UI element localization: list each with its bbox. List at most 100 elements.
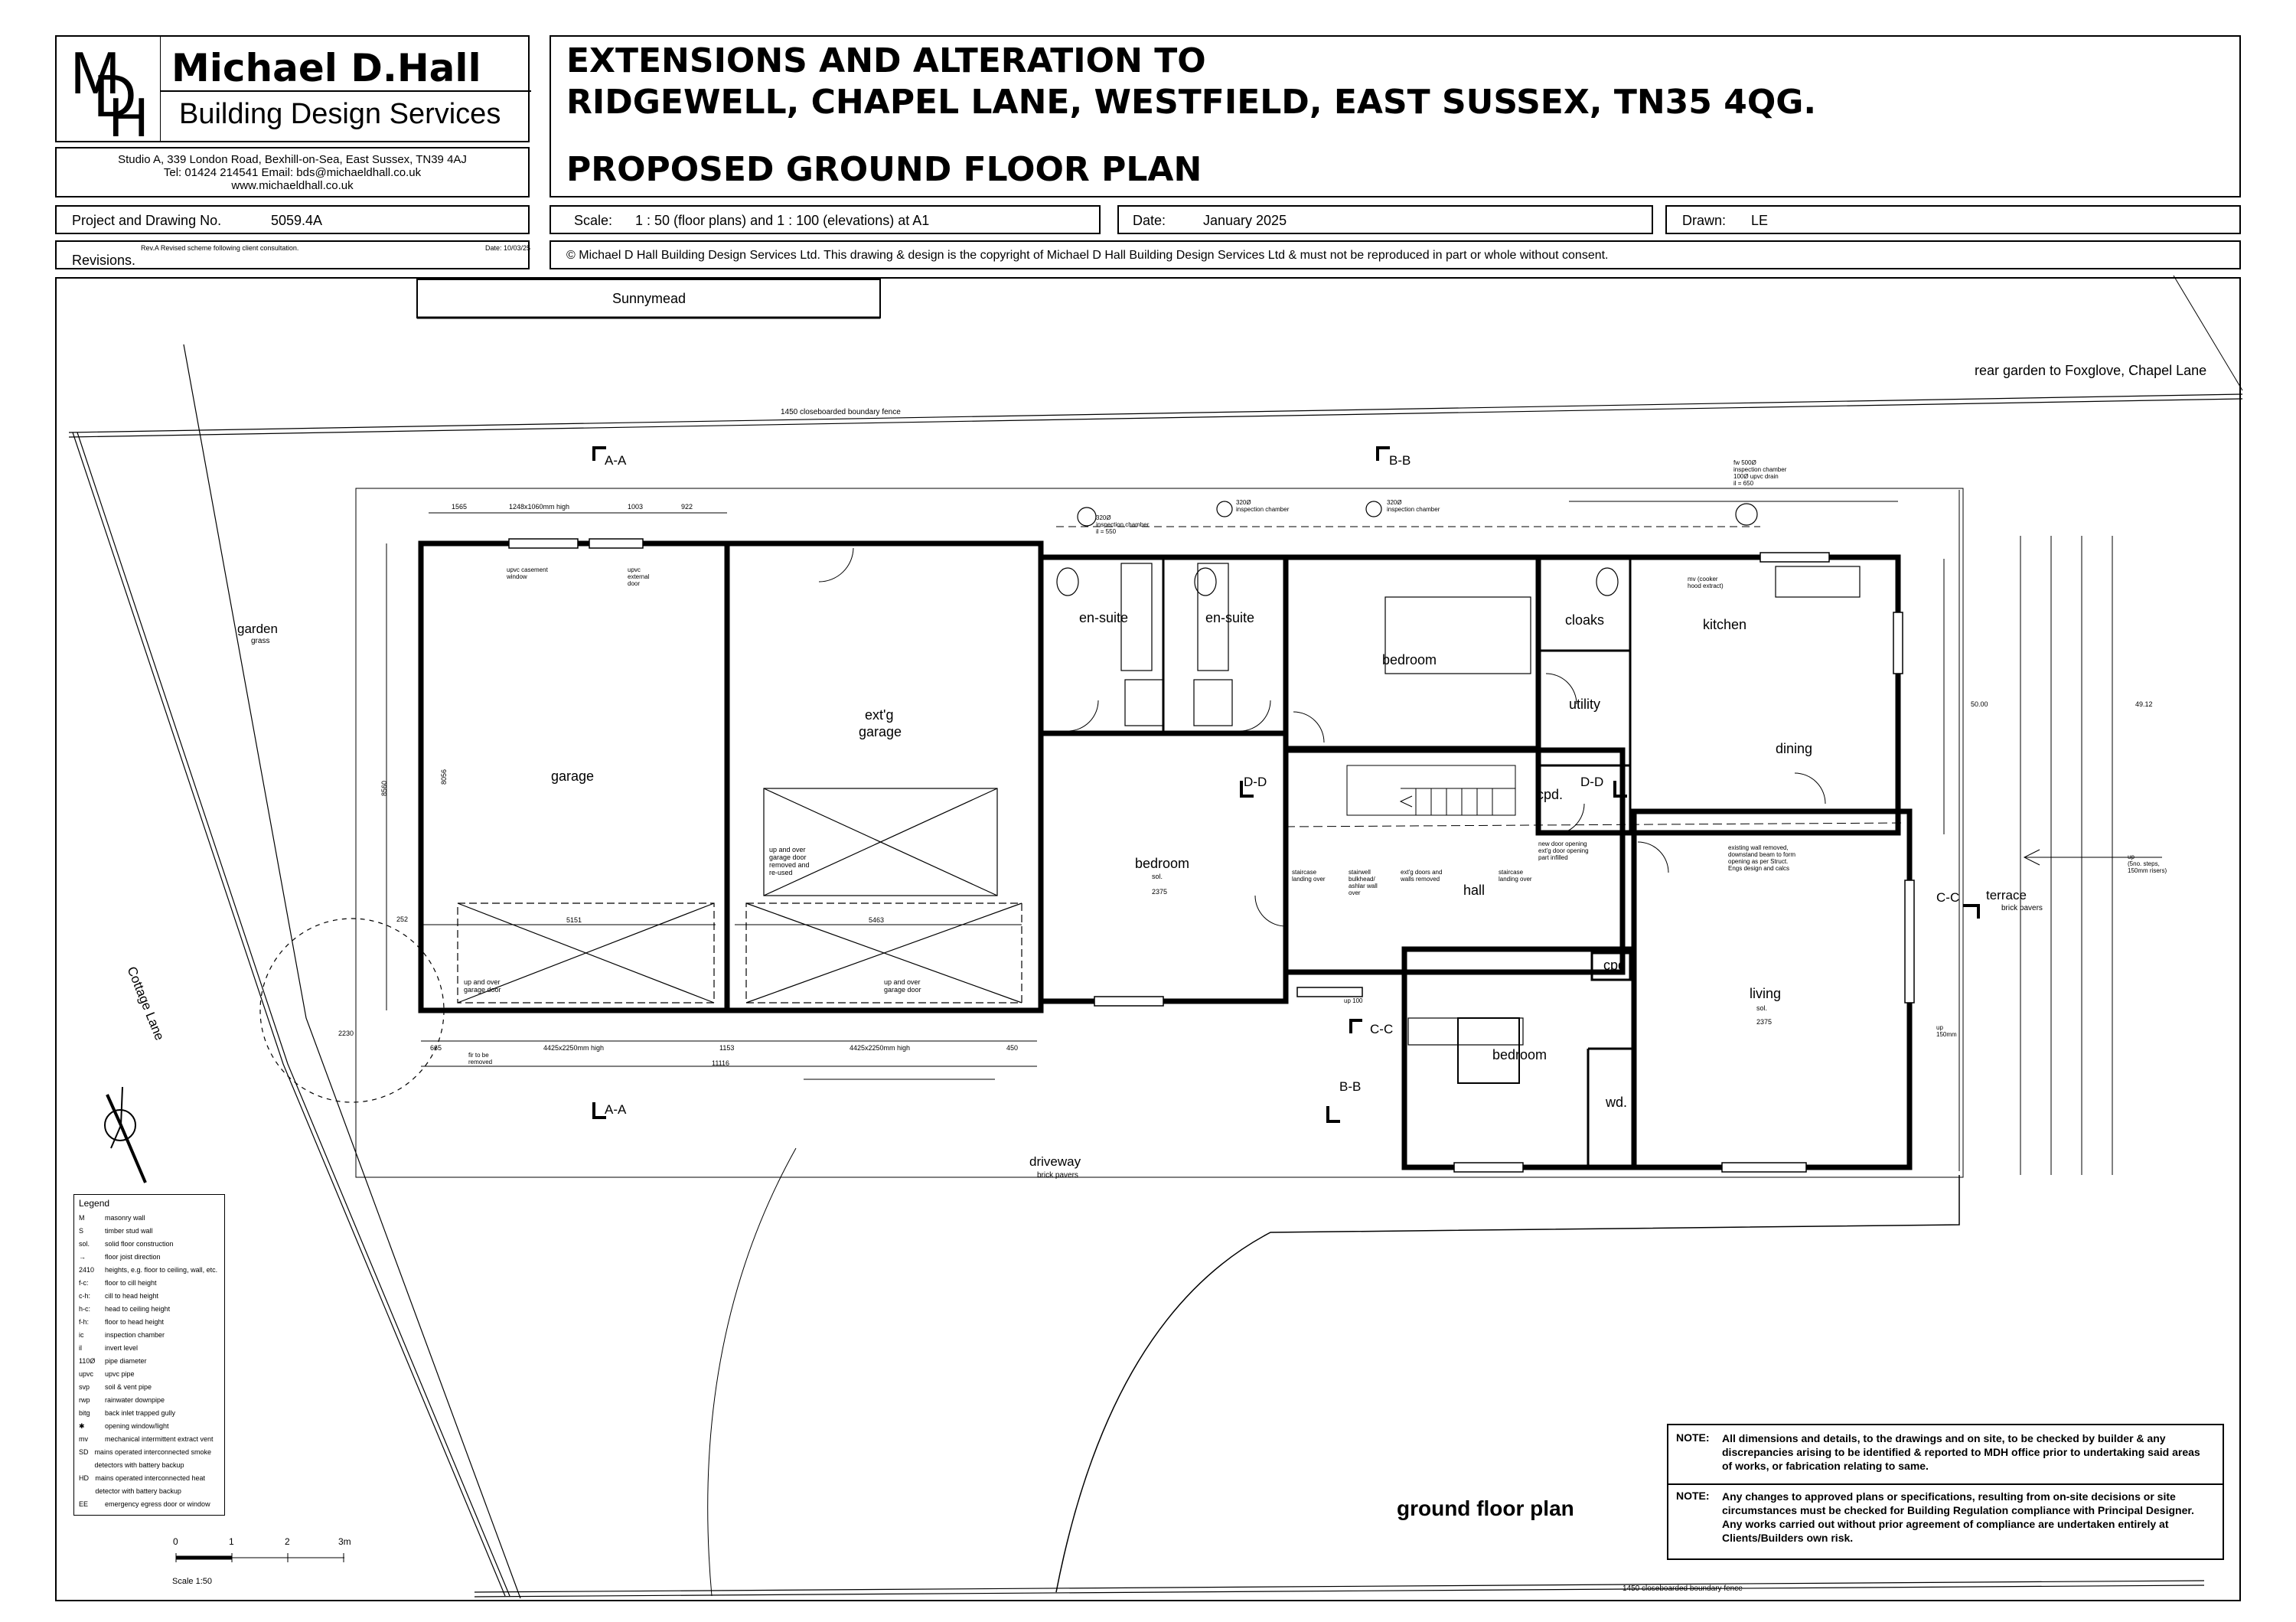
room-cloaks: cloaks <box>1565 612 1605 628</box>
legend-text: heights, e.g. floor to ceiling, wall, et… <box>105 1266 218 1274</box>
note-2-label: NOTE: <box>1676 1490 1710 1502</box>
legend-item: c-h:cill to head height <box>79 1290 220 1303</box>
dim-2230: 2230 <box>338 1030 354 1037</box>
section-bb-top: B-B <box>1389 453 1411 468</box>
legend-item: ✱opening window/light <box>79 1420 220 1433</box>
drawn-value: LE <box>1751 213 1769 228</box>
room-ext-garage-2: garage <box>859 724 902 739</box>
room-kitchen: kitchen <box>1703 617 1747 632</box>
garage-door-note-1: up and over garage door <box>464 978 501 994</box>
legend-text: pipe diameter <box>105 1357 147 1365</box>
dim-8560: 8560 <box>380 780 389 797</box>
legend-text: mains operated interconnected heat detec… <box>95 1474 205 1495</box>
room-bedroom-south: bedroom <box>1492 1047 1548 1062</box>
dim-5463: 5463 <box>869 916 885 924</box>
section-aa-top: A-A <box>605 453 627 468</box>
legend-text: inspection chamber <box>105 1331 165 1339</box>
brand-subtitle: Building Design Services <box>179 98 501 130</box>
top-boundary-fence <box>68 393 2243 438</box>
scale-label-2: 2 <box>285 1536 290 1547</box>
office-contact: Tel: 01424 214541 Email: bds@michaeldhal… <box>163 166 422 179</box>
legend-symbol: S <box>79 1227 84 1235</box>
project-number: 5059.4A <box>271 213 323 228</box>
legend-symbol: 110Ø <box>79 1357 96 1365</box>
bottom-boundary-fence <box>474 1580 2205 1598</box>
plan-title: ground floor plan <box>1397 1496 1574 1520</box>
note-1-text: All dimensions and details, to the drawi… <box>1722 1432 2200 1472</box>
dim-252: 252 <box>396 915 409 923</box>
dim-11116: 11116 <box>712 1059 730 1067</box>
legend-text: solid floor construction <box>105 1240 174 1248</box>
staircase <box>1346 765 1516 816</box>
mdh-monogram-logo: M D H <box>70 40 148 139</box>
project-number-cell: Project and Drawing No. 5059.4A <box>55 205 530 234</box>
sunnymead-boundary <box>416 279 881 319</box>
legend-text: soil & vent pipe <box>105 1383 152 1391</box>
drawn-label: Drawn: <box>1682 213 1727 228</box>
dim-5151: 5151 <box>566 916 582 924</box>
legend-text: opening window/light <box>105 1422 169 1430</box>
up-100-note: up 100 <box>1344 997 1363 1004</box>
driveway-label: driveway <box>1029 1154 1081 1169</box>
dim-922: 922 <box>681 503 693 511</box>
living-height-note: 2375 <box>1756 1018 1773 1026</box>
scale-label-3: 3m <box>338 1536 351 1547</box>
room-cpd-2: cpd <box>1603 958 1626 973</box>
driveway-edge <box>1055 1175 1960 1593</box>
door-swings <box>818 547 1826 927</box>
terrace-sub: brick pavers <box>2001 904 2043 912</box>
date-cell: Date: January 2025 <box>1117 205 1653 234</box>
legend-text: timber stud wall <box>105 1227 153 1235</box>
legend-text: masonry wall <box>105 1214 145 1222</box>
wall-removed-note: existing wall removed, downstand beam to… <box>1728 844 1796 872</box>
room-cpd-1: cpd. <box>1537 787 1564 802</box>
legend-symbol: EE <box>79 1500 89 1508</box>
room-bedroom-north: bedroom <box>1382 652 1437 667</box>
legend-symbol: SD <box>79 1448 89 1456</box>
scale-label-1: 1 <box>229 1536 234 1547</box>
fir-note: fir to be removed <box>468 1052 493 1066</box>
windows <box>508 538 1915 1173</box>
furniture <box>1056 563 1861 1084</box>
inspection-note-2: 320Ø inspection chamber <box>1236 499 1290 513</box>
svg-text:M: M <box>70 40 120 106</box>
scale-bar <box>175 1553 344 1562</box>
internal-partitions <box>1162 557 1634 1167</box>
dim-1565: 1565 <box>452 503 468 511</box>
scale-cell: Scale: 1 : 50 (floor plans) and 1 : 100 … <box>550 205 1101 234</box>
dim-450: 450 <box>1006 1044 1019 1052</box>
inspection-chambers <box>1077 501 1758 527</box>
legend-text: upvc pipe <box>105 1370 135 1378</box>
section-markers <box>592 446 1980 1123</box>
scale-label: Scale: <box>574 213 613 228</box>
garage-door-openings <box>259 788 1022 1103</box>
room-ext-garage-1: ext'g <box>865 707 894 723</box>
window-note: upvc casement window <box>507 566 548 580</box>
room-hall: hall <box>1463 883 1486 898</box>
dim-665: 665 <box>430 1044 442 1052</box>
legend-text: head to ceiling height <box>105 1305 171 1313</box>
legend-text: floor to head height <box>105 1318 165 1326</box>
scale-label-0: 0 <box>173 1536 178 1547</box>
office-web: www.michaeldhall.co.uk <box>231 179 354 192</box>
inspection-note-3: 320Ø inspection chamber <box>1387 499 1440 513</box>
dim-1003: 1003 <box>628 503 644 511</box>
legend-text: floor to cill height <box>105 1279 157 1287</box>
left-boundary-fence <box>72 344 521 1599</box>
garden-label: garden <box>237 622 278 636</box>
title-line-1: EXTENSIONS AND ALTERATION TO <box>566 41 1206 80</box>
note-1-label: NOTE: <box>1676 1431 1710 1444</box>
scale-value: 1 : 50 (floor plans) and 1 : 100 (elevat… <box>635 213 930 228</box>
level-49-12: 49.12 <box>2135 700 2153 708</box>
project-label: Project and Drawing No. <box>72 213 222 228</box>
legend-symbol: 2410 <box>79 1266 95 1274</box>
staircase-note-2: staircase landing over <box>1499 869 1532 883</box>
